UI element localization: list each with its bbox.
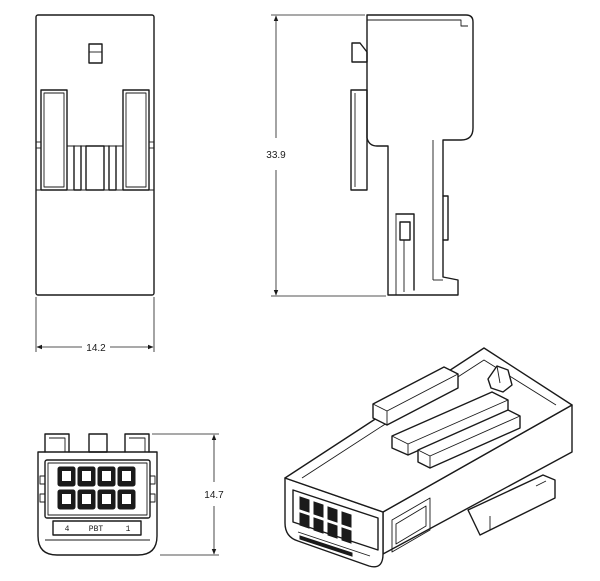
height-dimension-label: 33.9 bbox=[266, 150, 286, 161]
front-width-dimension: 14.2 bbox=[35, 297, 155, 354]
isometric-view bbox=[284, 347, 573, 568]
marking-right: 1 bbox=[126, 525, 131, 534]
side-view bbox=[350, 14, 474, 296]
end-view: 4 PBT 1 bbox=[37, 433, 158, 556]
side-height-dimension: 33.9 bbox=[266, 14, 386, 297]
marking-mid: PBT bbox=[89, 525, 104, 534]
end-height-dimension-label: 14.7 bbox=[204, 490, 224, 501]
front-view bbox=[35, 14, 155, 296]
width-dimension-label: 14.2 bbox=[86, 343, 106, 354]
marking-left: 4 bbox=[65, 525, 70, 534]
end-height-dimension: 14.7 bbox=[152, 433, 224, 556]
